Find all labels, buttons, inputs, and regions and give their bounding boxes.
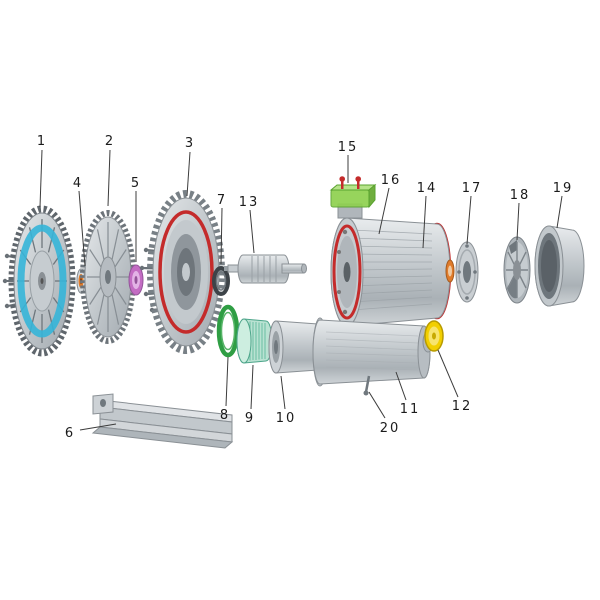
housing-red-ring — [158, 210, 214, 334]
label-15: 15 — [338, 140, 359, 155]
label-5: 5 — [131, 176, 141, 191]
part-oring — [216, 304, 240, 358]
label-9: 9 — [245, 411, 255, 426]
label-14: 14 — [417, 181, 438, 196]
part-magenta-disc — [128, 264, 144, 296]
label-17: 17 — [462, 181, 483, 196]
impeller-cyan-ring — [17, 224, 67, 338]
part-housing — [139, 190, 225, 354]
part-seal-ring — [212, 266, 230, 296]
terminal-box-green-body — [330, 189, 370, 208]
part-stud — [363, 375, 371, 396]
label-2: 2 — [105, 134, 115, 149]
part-bearing — [445, 259, 455, 283]
label-12: 12 — [452, 399, 473, 414]
impeller2-blades — [87, 222, 129, 332]
label-11: 11 — [400, 402, 421, 417]
part-motor — [330, 210, 452, 327]
label-19: 19 — [553, 181, 574, 196]
part-rotor-shaft — [224, 254, 307, 284]
part-yellow-cap — [424, 320, 444, 352]
part-impeller-left — [2, 205, 76, 357]
part-terminal-box — [329, 176, 377, 219]
motor-front-red-rim — [332, 224, 362, 320]
motor-fins — [351, 229, 433, 311]
label-7: 7 — [217, 193, 227, 208]
label-18: 18 — [510, 188, 531, 203]
part-filter-sleeve — [236, 318, 273, 364]
part-impeller-right — [80, 210, 136, 344]
label-10: 10 — [276, 411, 297, 426]
terminal-screw — [339, 176, 346, 182]
part-fan — [503, 236, 531, 304]
label-6: 6 — [65, 426, 75, 441]
terminal-screw — [355, 176, 362, 182]
part-rear-flange — [455, 241, 479, 303]
part-base-bracket — [91, 393, 234, 449]
label-20: 20 — [380, 421, 401, 436]
label-3: 3 — [185, 136, 195, 151]
part-fan-cover — [534, 225, 585, 307]
label-8: 8 — [220, 408, 230, 423]
label-13: 13 — [239, 195, 260, 210]
label-1: 1 — [37, 134, 47, 149]
part-muffler-housing — [312, 317, 434, 387]
leader-lines — [39, 149, 563, 431]
label-16: 16 — [381, 173, 402, 188]
part-labels: 1 2 3 4 5 6 7 8 9 10 11 12 13 14 15 16 1… — [37, 134, 574, 441]
label-4: 4 — [73, 176, 83, 191]
